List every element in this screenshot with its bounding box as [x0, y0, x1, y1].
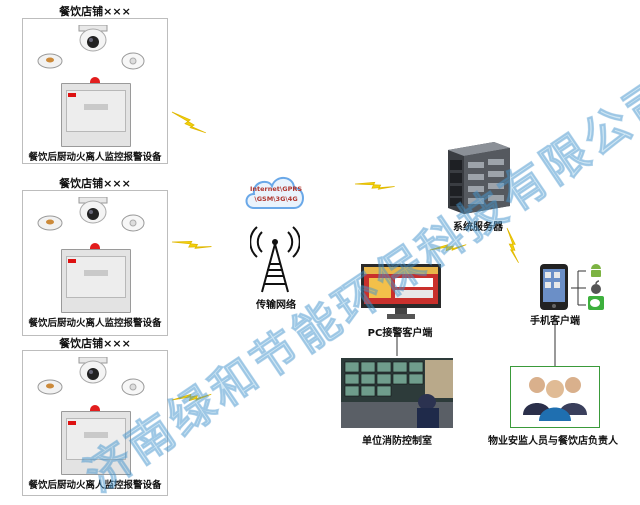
heat-detector-icon — [121, 378, 145, 396]
store-caption: 餐饮后厨动火离人监控报警设备 — [28, 152, 162, 163]
lightning-icon — [171, 227, 212, 262]
lightning-icon — [494, 227, 532, 264]
dome-camera-icon — [78, 357, 108, 384]
wechat-icon — [588, 296, 604, 310]
alarm-cabinet — [61, 411, 131, 475]
store-title: 餐饮店铺××× — [59, 337, 131, 350]
alarm-siren-icon — [90, 77, 100, 84]
signal-tower-icon — [250, 226, 300, 293]
alarm-siren-icon — [90, 405, 100, 412]
heat-detector-icon — [121, 214, 145, 232]
heat-detector-icon — [121, 52, 145, 70]
pc-client-label: PC接警客户端 — [367, 328, 433, 339]
lightning-icon — [429, 229, 467, 266]
store-panel-1: 餐饮店铺××× 餐饮后厨动火离人监控报警设备 — [22, 5, 168, 164]
dome-camera-icon — [78, 25, 108, 52]
pc-monitor-icon — [361, 264, 441, 319]
platform-bracket — [571, 270, 586, 306]
store-caption: 餐饮后厨动火离人监控报警设备 — [28, 480, 162, 491]
dome-camera-icon — [78, 197, 108, 224]
people-group-icon — [523, 377, 587, 421]
lightning-icon — [171, 111, 207, 134]
store-panel-3: 餐饮店铺××× 餐饮后厨动火离人监控报警设备 — [22, 337, 168, 496]
lightning-icon — [171, 377, 212, 417]
people-group-box — [510, 366, 600, 428]
store-caption: 餐饮后厨动火离人监控报警设备 — [28, 318, 162, 329]
server-icon — [448, 142, 510, 214]
store-title: 餐饮店铺××× — [59, 5, 131, 18]
network-label: 传输网络 — [256, 300, 296, 311]
smoke-detector-icon — [37, 215, 63, 231]
lightning-icon — [354, 167, 395, 203]
people-label: 物业安监人员与餐饮店负责人 — [488, 436, 618, 447]
alarm-siren-icon — [90, 243, 100, 250]
control-room-photo — [341, 358, 453, 428]
phone-client-label: 手机客户端 — [530, 316, 580, 327]
alarm-cabinet — [61, 83, 131, 147]
alarm-cabinet — [61, 249, 131, 313]
android-icon — [591, 264, 601, 277]
cloud-network-line1: Internet\GPRS — [249, 185, 303, 193]
control-room-label: 单位消防控制室 — [362, 436, 432, 447]
store-title: 餐饮店铺××× — [59, 177, 131, 190]
cloud-icon — [245, 177, 304, 209]
smoke-detector-icon — [37, 53, 63, 69]
smoke-detector-icon — [37, 379, 63, 395]
store-panel-2: 餐饮店铺××× 餐饮后厨动火离人监控报警设备 — [22, 177, 168, 336]
apple-icon — [591, 280, 601, 294]
cloud-network-line2: \GSM\3G\4G — [254, 195, 298, 203]
server-label: 系统服务器 — [453, 222, 503, 233]
smartphone-icon — [540, 264, 568, 310]
